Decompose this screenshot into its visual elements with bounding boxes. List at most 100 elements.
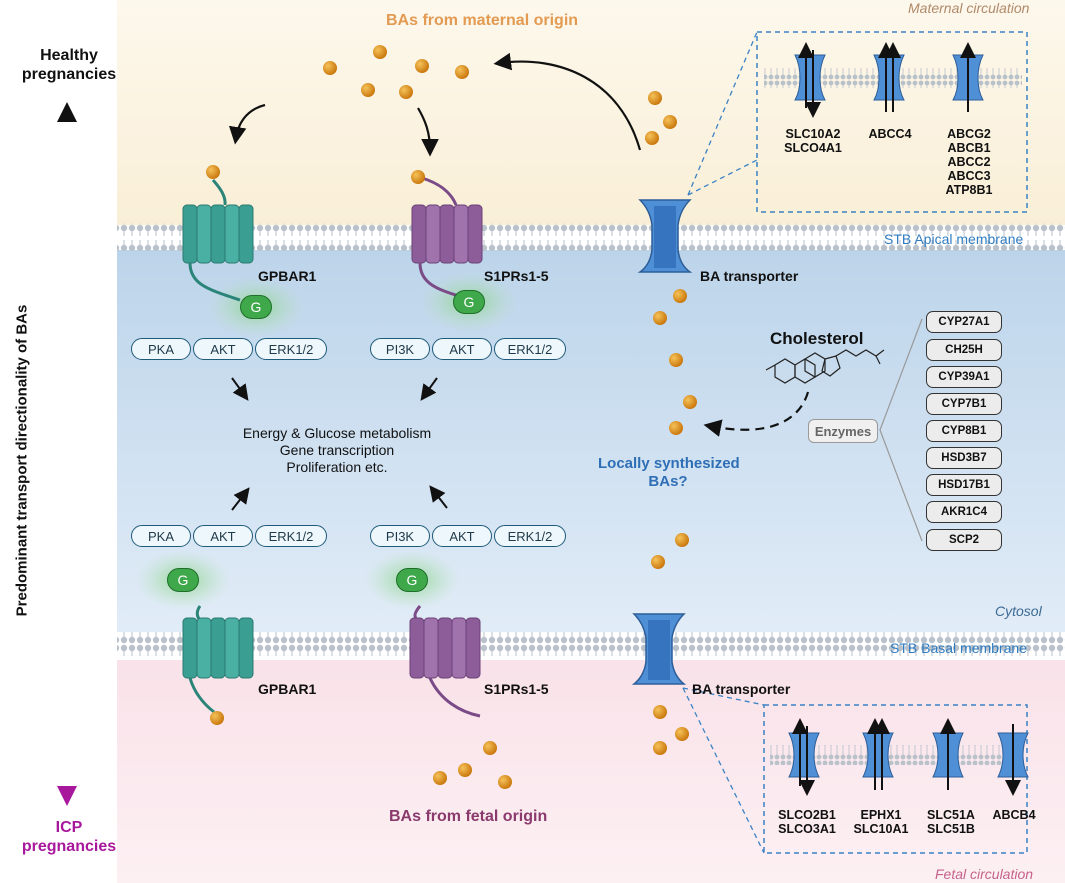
effect-line: Gene transcription <box>279 442 395 458</box>
bile-acid-molecule <box>433 771 447 785</box>
flow-arrow <box>231 487 250 511</box>
bile-acid-molecule <box>653 311 667 325</box>
bile-acid-molecule <box>323 61 337 75</box>
gpbar1-receptor-bottom <box>182 605 254 714</box>
axis-top-label: Healthy pregnancies <box>21 47 117 83</box>
gpbar1-receptor-top <box>182 179 254 302</box>
enzyme-bracket <box>879 318 923 542</box>
g-protein-icon: G <box>453 290 485 314</box>
callout-line <box>682 687 765 854</box>
bile-acid-molecule <box>210 711 224 725</box>
mini-transporter <box>997 724 1029 796</box>
cytosol-label: Cytosol <box>995 603 1042 619</box>
ba-transporter-label-top: BA transporter <box>700 268 799 284</box>
maternal-origin-title: BAs from maternal origin <box>386 12 579 29</box>
cholesterol-structure <box>765 349 885 384</box>
pathway-akt: AKT <box>193 525 253 547</box>
enzymes-label: Enzymes <box>808 419 878 443</box>
basal-membrane-label: STB Basal membrane <box>890 640 1027 656</box>
bile-acid-molecule <box>411 170 425 184</box>
bile-acid-molecule <box>675 533 689 547</box>
mini-transporter <box>788 718 820 796</box>
flow-arrow <box>231 377 249 401</box>
maternal-region <box>117 0 1065 225</box>
bile-acid-molecule <box>675 727 689 741</box>
effect-line: Proliferation etc. <box>286 459 388 475</box>
g-protein-icon: G <box>240 295 272 319</box>
bile-acid-molecule <box>673 289 687 303</box>
mini-transporter <box>862 718 894 790</box>
ba-transporter-basal <box>631 613 687 685</box>
g-protein-icon: G <box>167 568 199 592</box>
callout-line <box>687 159 758 196</box>
locally-synthesized-label: BAs? <box>648 473 688 490</box>
enzyme-item: HSD3B7 <box>926 447 1002 469</box>
cholesterol-label: Cholesterol <box>770 329 864 348</box>
gpbar1-label-bottom: GPBAR1 <box>258 681 317 697</box>
enzyme-item: HSD17B1 <box>926 474 1002 496</box>
callout-line <box>687 31 758 196</box>
axis-up-arrow <box>57 102 77 122</box>
pathway-pka: PKA <box>131 338 191 360</box>
bile-acid-molecule <box>645 131 659 145</box>
flow-arrow <box>228 103 266 145</box>
fetal-origin-title: BAs from fetal origin <box>389 808 548 825</box>
pathway-pi3k: PI3K <box>370 525 430 547</box>
apical-membrane <box>117 223 1065 251</box>
apical-transporter-box <box>756 31 1028 213</box>
s1prs-label-top: S1PRs1-5 <box>484 268 549 284</box>
enzyme-item: SCP2 <box>926 529 1002 551</box>
locally-synthesized-label: Locally synthesized <box>598 455 740 472</box>
bile-acid-molecule <box>683 395 697 409</box>
flow-arrow <box>493 52 642 151</box>
pathway-erk: ERK1/2 <box>255 525 327 547</box>
pathway-akt: AKT <box>432 525 492 547</box>
pathway-erk: ERK1/2 <box>494 525 566 547</box>
bile-acid-molecule <box>648 91 662 105</box>
gpbar1-label-top: GPBAR1 <box>258 268 317 284</box>
synthesis-arrow <box>703 391 810 437</box>
flow-arrow <box>417 107 439 157</box>
callout-line <box>682 687 765 706</box>
mini-transporter <box>873 42 905 112</box>
basal-membrane <box>117 632 1065 660</box>
bile-acid-molecule <box>653 705 667 719</box>
pathway-akt: AKT <box>193 338 253 360</box>
bile-acid-molecule <box>415 59 429 73</box>
s1pr-receptor-bottom <box>409 605 481 718</box>
flow-arrow <box>429 485 448 509</box>
enzyme-item: CYP7B1 <box>926 393 1002 415</box>
basal-transporter-list: ABCB4 <box>992 808 1036 822</box>
pathway-akt: AKT <box>432 338 492 360</box>
mini-membrane-basal <box>770 745 1022 765</box>
bile-acid-molecule <box>373 45 387 59</box>
g-protein-icon: G <box>396 568 428 592</box>
bile-acid-molecule <box>653 741 667 755</box>
bile-acid-molecule <box>498 775 512 789</box>
bile-acid-molecule <box>663 115 677 129</box>
pathway-erk: ERK1/2 <box>494 338 566 360</box>
bile-acid-molecule <box>455 65 469 79</box>
bile-acid-molecule <box>458 763 472 777</box>
axis-bottom-label: ICP pregnancies <box>21 819 117 855</box>
enzyme-item: AKR1C4 <box>926 501 1002 523</box>
bile-acid-molecule <box>361 83 375 97</box>
bile-acid-molecule <box>206 165 220 179</box>
axis-title: Predominant transport directionality of … <box>13 304 31 617</box>
mini-transporter <box>794 42 826 118</box>
bile-acid-molecule <box>669 353 683 367</box>
mini-transporter <box>932 718 964 790</box>
enzyme-item: CYP39A1 <box>926 366 1002 388</box>
basal-transporter-box <box>763 704 1028 854</box>
pathway-pka: PKA <box>131 525 191 547</box>
flow-arrow <box>420 377 438 401</box>
enzyme-item: CYP27A1 <box>926 311 1002 333</box>
fetal-region <box>117 660 1065 883</box>
maternal-circulation-label: Maternal circulation <box>908 0 1030 16</box>
ba-transporter-label-bottom: BA transporter <box>692 681 791 697</box>
